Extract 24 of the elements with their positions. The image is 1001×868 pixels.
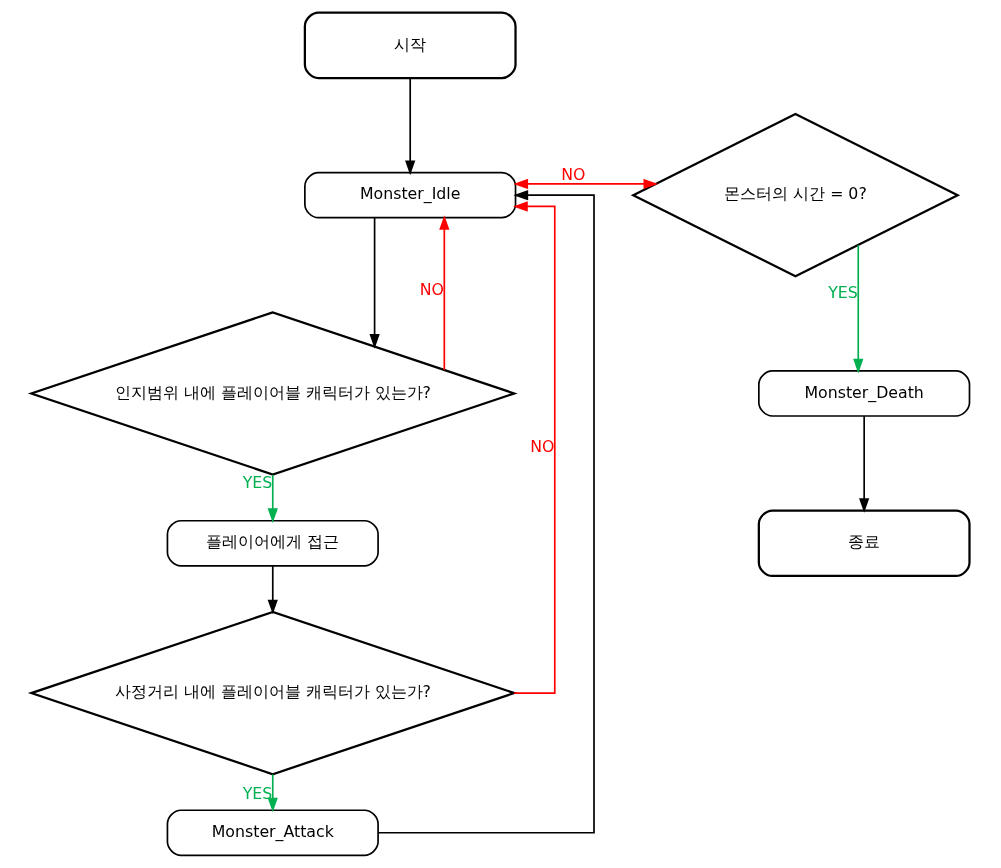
arrow [267,474,278,524]
arrow [853,244,864,374]
node-box: Monster_Idle [304,171,517,219]
edge-label: YES [828,283,858,303]
node-box: 종료 [757,509,971,578]
node-box: 시작 [303,11,517,80]
node-diamond: 몬스터의 시간 = 0? [630,112,961,278]
arrow [377,190,595,834]
arrow [513,178,659,190]
arrow [513,201,556,694]
edge-label: NO [530,436,555,456]
edge-label: NO [561,164,586,184]
node-box: Monster_Attack [166,809,379,857]
edge-label: YES [242,784,273,804]
arrow [405,77,416,176]
arrow [859,415,870,513]
edge-label: NO [419,280,445,300]
node-box: Monster_Death [758,370,971,417]
arrow [267,773,278,813]
arrow [439,215,450,371]
arrow [369,217,380,349]
arrow [267,565,278,615]
node-diamond: 인지범위 내에 플레이어블 캐릭터가 있는가? [27,311,518,476]
node-box: 플레이어에게 접근 [166,519,379,567]
